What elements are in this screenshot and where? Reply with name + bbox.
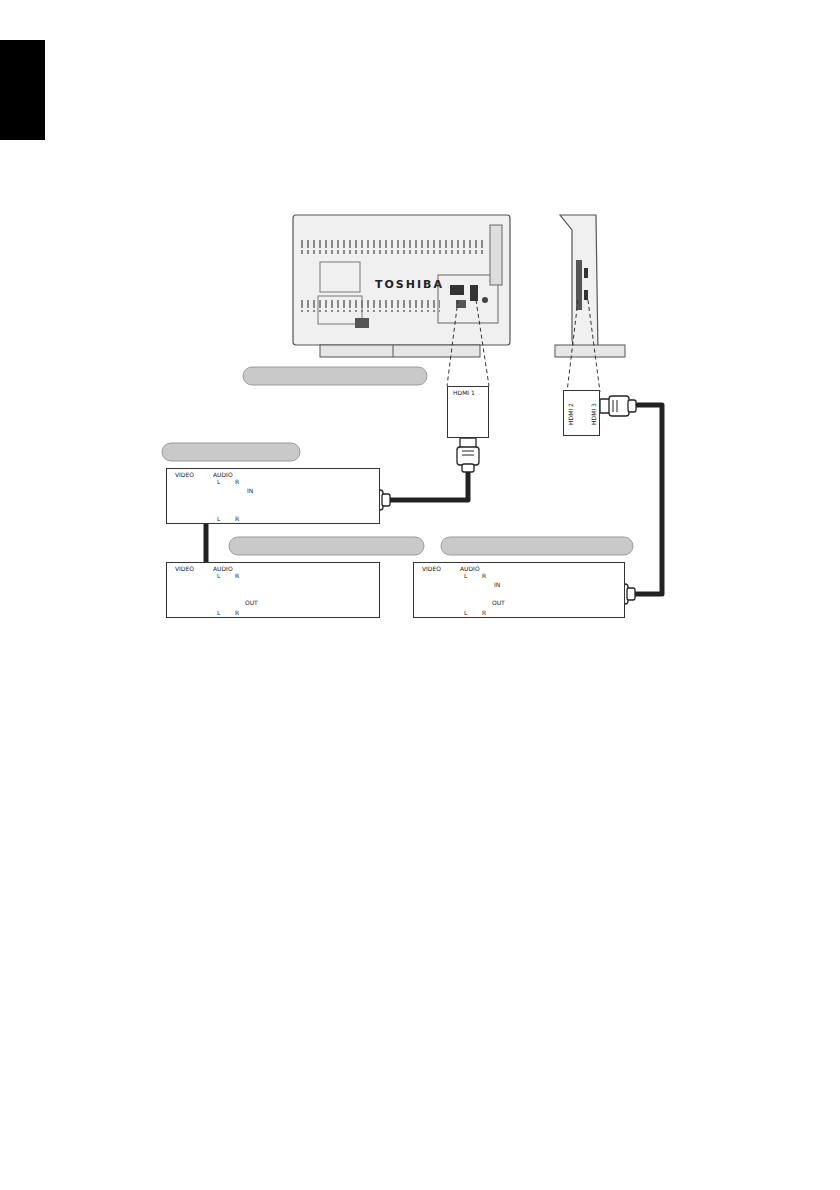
port-label: L [217,610,220,616]
port-label: L [217,516,220,522]
port-label: AUDIO [213,566,233,572]
hdmi-cable [204,524,209,562]
port-label: R [235,479,239,485]
port-label: IN [494,582,500,588]
device-panel: VIDEOAUDIOLRINLR [166,468,380,524]
port-label: R [482,573,486,579]
port-label: VIDEO [175,566,194,572]
port-callout: HDMI 1 [447,386,489,438]
port-label: HDMI 3 [591,403,597,425]
device-panel: VIDEOAUDIOLROUTLR [166,562,380,618]
brand-logo: TOSHIBA [373,272,446,293]
port-label: R [482,610,486,616]
port-label: L [217,573,220,579]
port-label: HDMI 1 [453,390,475,396]
port-label: R [235,573,239,579]
port-label: VIDEO [422,566,441,572]
port-label: L [464,573,467,579]
brand-text: TOSHIBA [375,278,444,291]
port-label: AUDIO [213,472,233,478]
hdmi-cable [380,438,468,500]
port-label: L [217,479,220,485]
port-label: OUT [492,600,505,606]
port-callout: HDMI 2 HDMI 3 [563,390,600,436]
port-label: AUDIO [460,566,480,572]
device-panel: VIDEOAUDIOLRINOUTLR [413,562,625,618]
port-label: HDMI 2 [568,403,574,425]
port-label: OUT [245,600,258,606]
port-label: R [235,516,239,522]
port-label: VIDEO [175,472,194,478]
port-label: IN [247,488,253,494]
port-label: R [235,610,239,616]
port-label: L [464,610,467,616]
